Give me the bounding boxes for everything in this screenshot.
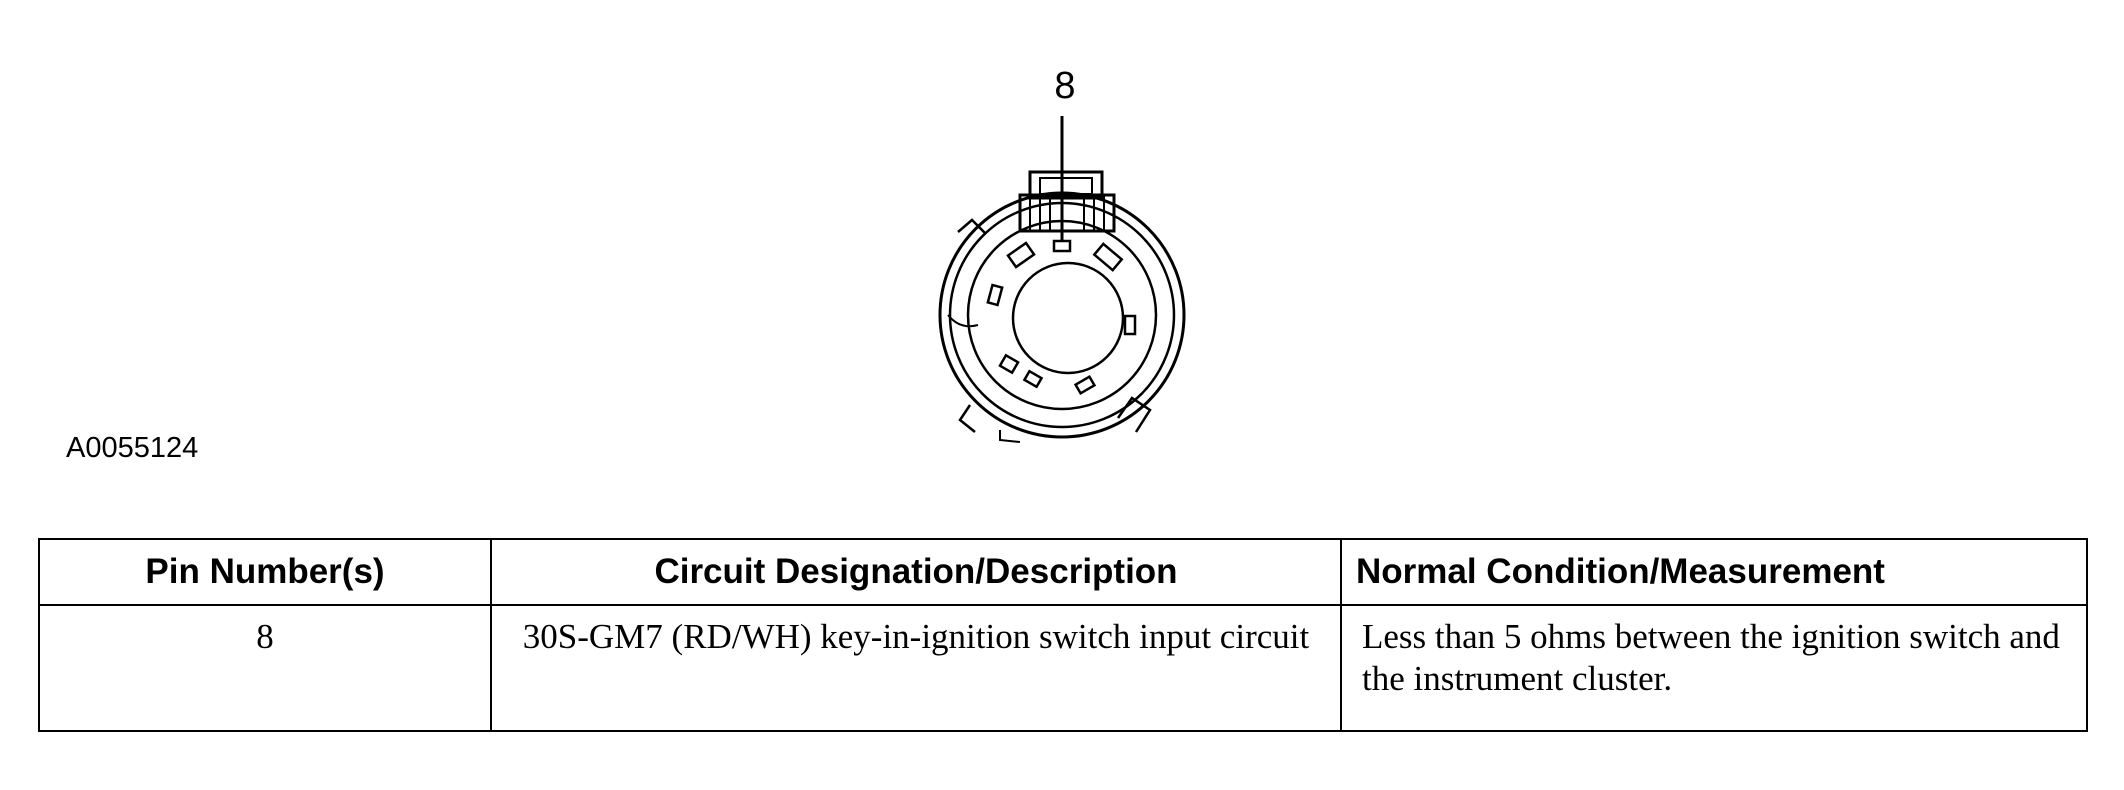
pin-cavity xyxy=(986,283,1004,307)
housing-notch-left xyxy=(947,314,979,328)
locking-tab xyxy=(1028,170,1104,200)
pin-cavity xyxy=(1006,241,1036,269)
pin-cavity xyxy=(1073,374,1097,396)
header-pin-number: Pin Number(s) xyxy=(38,538,492,606)
connector-figure: 8 A0055124 xyxy=(66,65,1186,464)
cell-pin-number: 8 xyxy=(38,604,492,732)
table-row: 8 30S-GM7 (RD/WH) key-in-ignition switch… xyxy=(38,604,2088,732)
pin-cavity xyxy=(1123,314,1137,336)
cell-normal-condition: Less than 5 ohms between the ignition sw… xyxy=(1340,604,2088,732)
key-left-lower xyxy=(958,404,976,433)
figure-id-label: A0055124 xyxy=(66,432,199,464)
key-left-upper xyxy=(957,218,986,234)
connector-face-drawing xyxy=(938,116,1186,443)
pin-cavity xyxy=(998,353,1020,375)
header-circuit-description: Circuit Designation/Description xyxy=(490,538,1342,606)
key-bottom xyxy=(999,430,1021,443)
key-right-lower xyxy=(1116,396,1152,433)
pinout-table: Pin Number(s) Circuit Designation/Descri… xyxy=(38,538,2088,732)
pin-cavity xyxy=(1092,242,1124,272)
table-header-row: Pin Number(s) Circuit Designation/Descri… xyxy=(38,538,2088,606)
pin-8 xyxy=(1052,239,1072,253)
pin-callout-label: 8 xyxy=(1054,65,1076,107)
pin-cavity xyxy=(1022,369,1044,389)
cell-circuit-description: 30S-GM7 (RD/WH) key-in-ignition switch i… xyxy=(490,604,1342,732)
connector-center-bore xyxy=(1011,261,1125,375)
latch-body xyxy=(1018,193,1116,233)
header-normal-condition: Normal Condition/Measurement xyxy=(1340,538,2088,606)
